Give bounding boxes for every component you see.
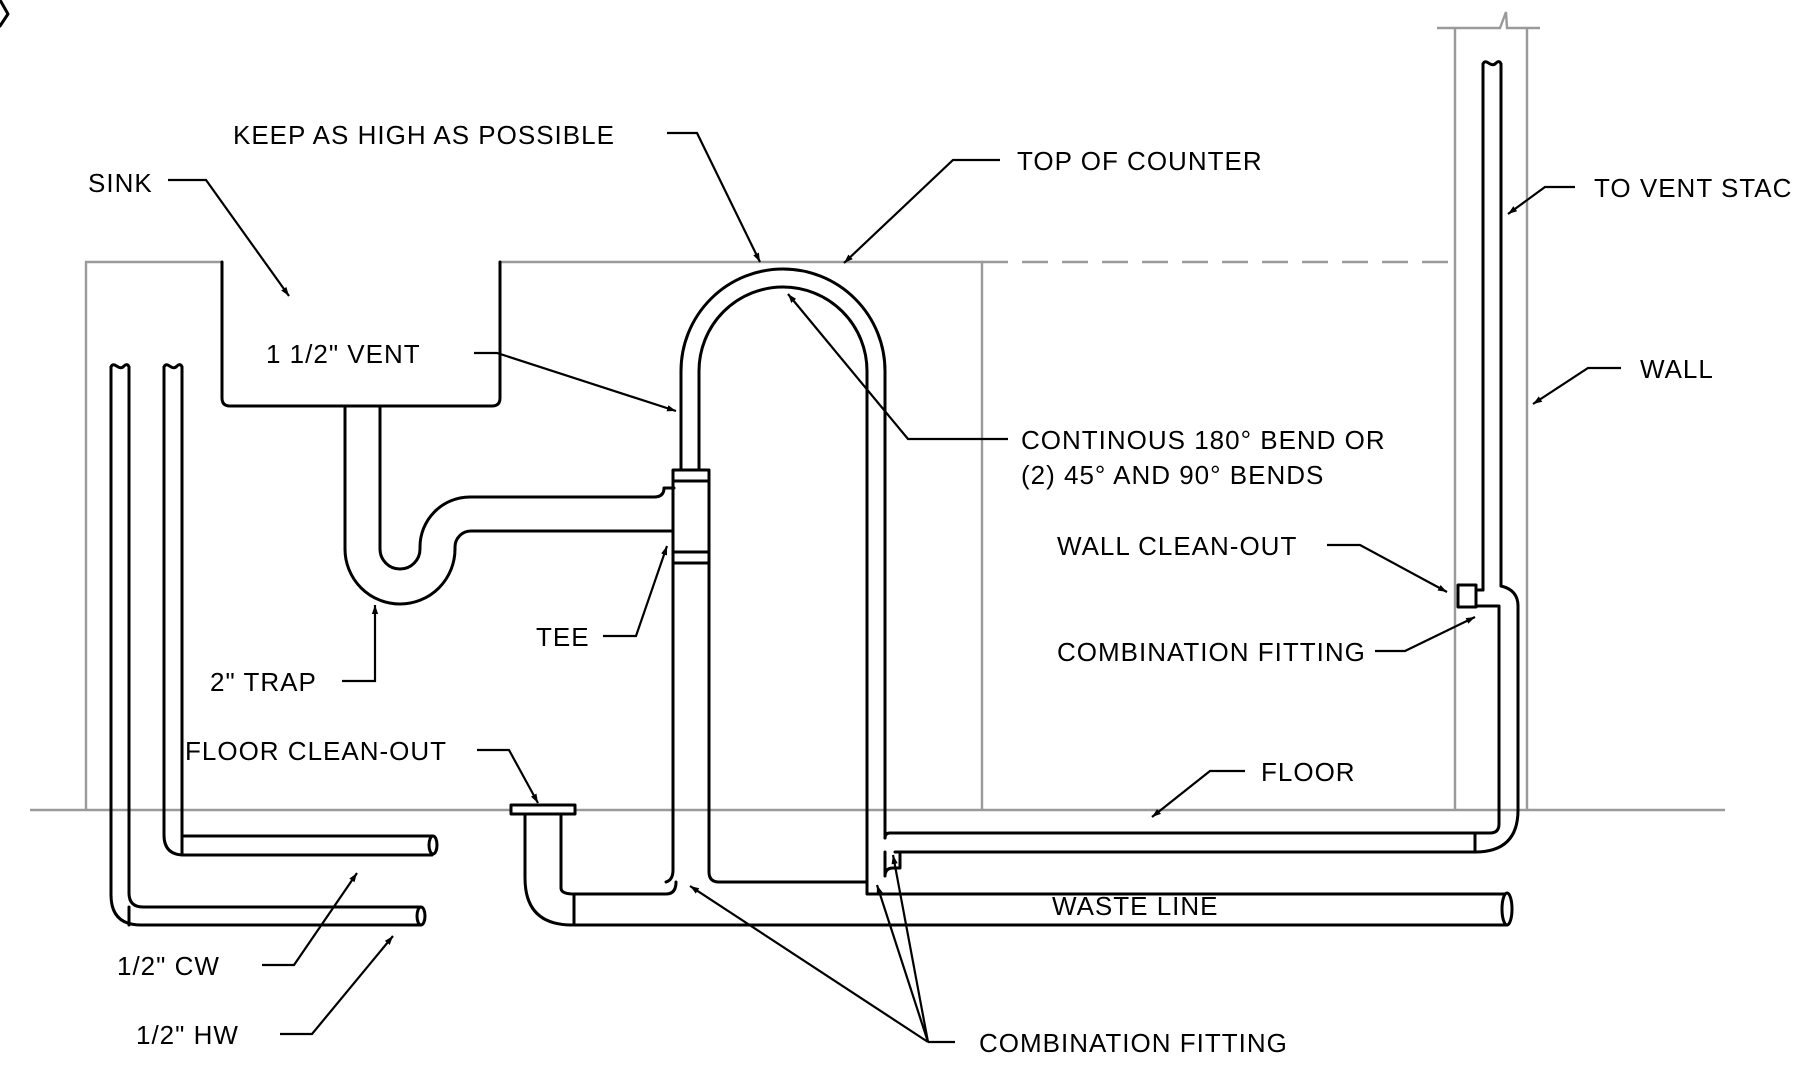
leaders	[168, 131, 1621, 1044]
counter-top	[500, 260, 984, 810]
label-tee: TEE	[536, 622, 590, 652]
riser-left	[664, 561, 675, 884]
leader-cw	[262, 872, 358, 967]
trap-outer	[343, 404, 658, 606]
leader-floor	[1151, 769, 1245, 818]
leader-combination-bottom-3	[891, 854, 930, 1043]
leader-sink	[168, 178, 290, 297]
wall-break	[1437, 11, 1540, 30]
label-keep-high: KEEP AS HIGH AS POSSIBLE	[233, 120, 615, 150]
wall-branch	[883, 604, 1520, 878]
label-vent: 1 1/2" VENT	[266, 339, 421, 369]
label-combination-fitting-wall: COMBINATION FITTING	[1057, 637, 1366, 667]
label-to-vent-stack: TO VENT STAC	[1594, 173, 1792, 203]
labels: SINK KEEP AS HIGH AS POSSIBLE TOP OF COU…	[88, 120, 1792, 1058]
wall-cleanout-cap	[1456, 583, 1478, 609]
label-trap: 2" TRAP	[210, 667, 317, 697]
label-cw: 1/2" CW	[117, 951, 220, 981]
cw-pipe-outer	[162, 365, 434, 857]
building-outline	[30, 11, 1725, 812]
leader-combination-fitting-wall	[1375, 616, 1476, 653]
hw-pipe-outer	[109, 365, 422, 927]
corner-mark	[0, 0, 10, 28]
tee-fitting	[654, 468, 711, 565]
leader-continous-bend	[787, 293, 1008, 441]
supply-pipes	[109, 363, 439, 927]
label-floor: FLOOR	[1261, 757, 1356, 787]
label-top-of-counter: TOP OF COUNTER	[1017, 146, 1263, 176]
leader-combination-bottom-1	[689, 885, 929, 1043]
leader-top-of-counter	[843, 158, 1000, 264]
leader-combination-bottom-2	[875, 884, 930, 1043]
leader-keep-high	[667, 131, 761, 263]
vent-stack	[1456, 60, 1520, 609]
leader-floor-cleanout	[477, 748, 539, 804]
label-waste-line: WASTE LINE	[1052, 891, 1219, 921]
leader-wall	[1532, 366, 1621, 405]
label-sink: SINK	[88, 168, 153, 198]
label-combination-fitting-bottom: COMBINATION FITTING	[979, 1028, 1288, 1058]
hw-pipe-inner	[127, 365, 422, 909]
waste-line	[572, 880, 1514, 927]
counter-left	[84, 260, 222, 810]
waste-line-end	[1500, 891, 1514, 927]
label-continous-bend-line2: (2) 45° AND 90° BENDS	[1021, 460, 1324, 490]
label-continous-bend-line1: CONTINOUS 180° BEND OR	[1021, 425, 1386, 455]
floor-cleanout	[509, 803, 577, 927]
leader-hw	[280, 935, 394, 1036]
leader-vent	[474, 351, 677, 413]
hw-pipe-end	[415, 905, 427, 927]
label-wall-cleanout: WALL CLEAN-OUT	[1057, 531, 1297, 561]
leader-tee	[603, 545, 669, 638]
vent-loop	[679, 267, 887, 884]
vent-inner	[697, 285, 869, 884]
label-hw: 1/2" HW	[136, 1020, 239, 1050]
cw-pipe-end	[427, 834, 439, 856]
trap-inner	[378, 404, 676, 571]
leader-vent-stack	[1507, 185, 1575, 215]
riser-right	[707, 561, 869, 884]
vent-outer	[679, 267, 887, 840]
label-wall: WALL	[1640, 354, 1714, 384]
leader-wall-cleanout	[1327, 543, 1448, 593]
label-floor-cleanout: FLOOR CLEAN-OUT	[185, 736, 447, 766]
sink-basin	[220, 260, 502, 408]
p-trap	[343, 404, 676, 606]
leader-trap	[342, 605, 379, 683]
